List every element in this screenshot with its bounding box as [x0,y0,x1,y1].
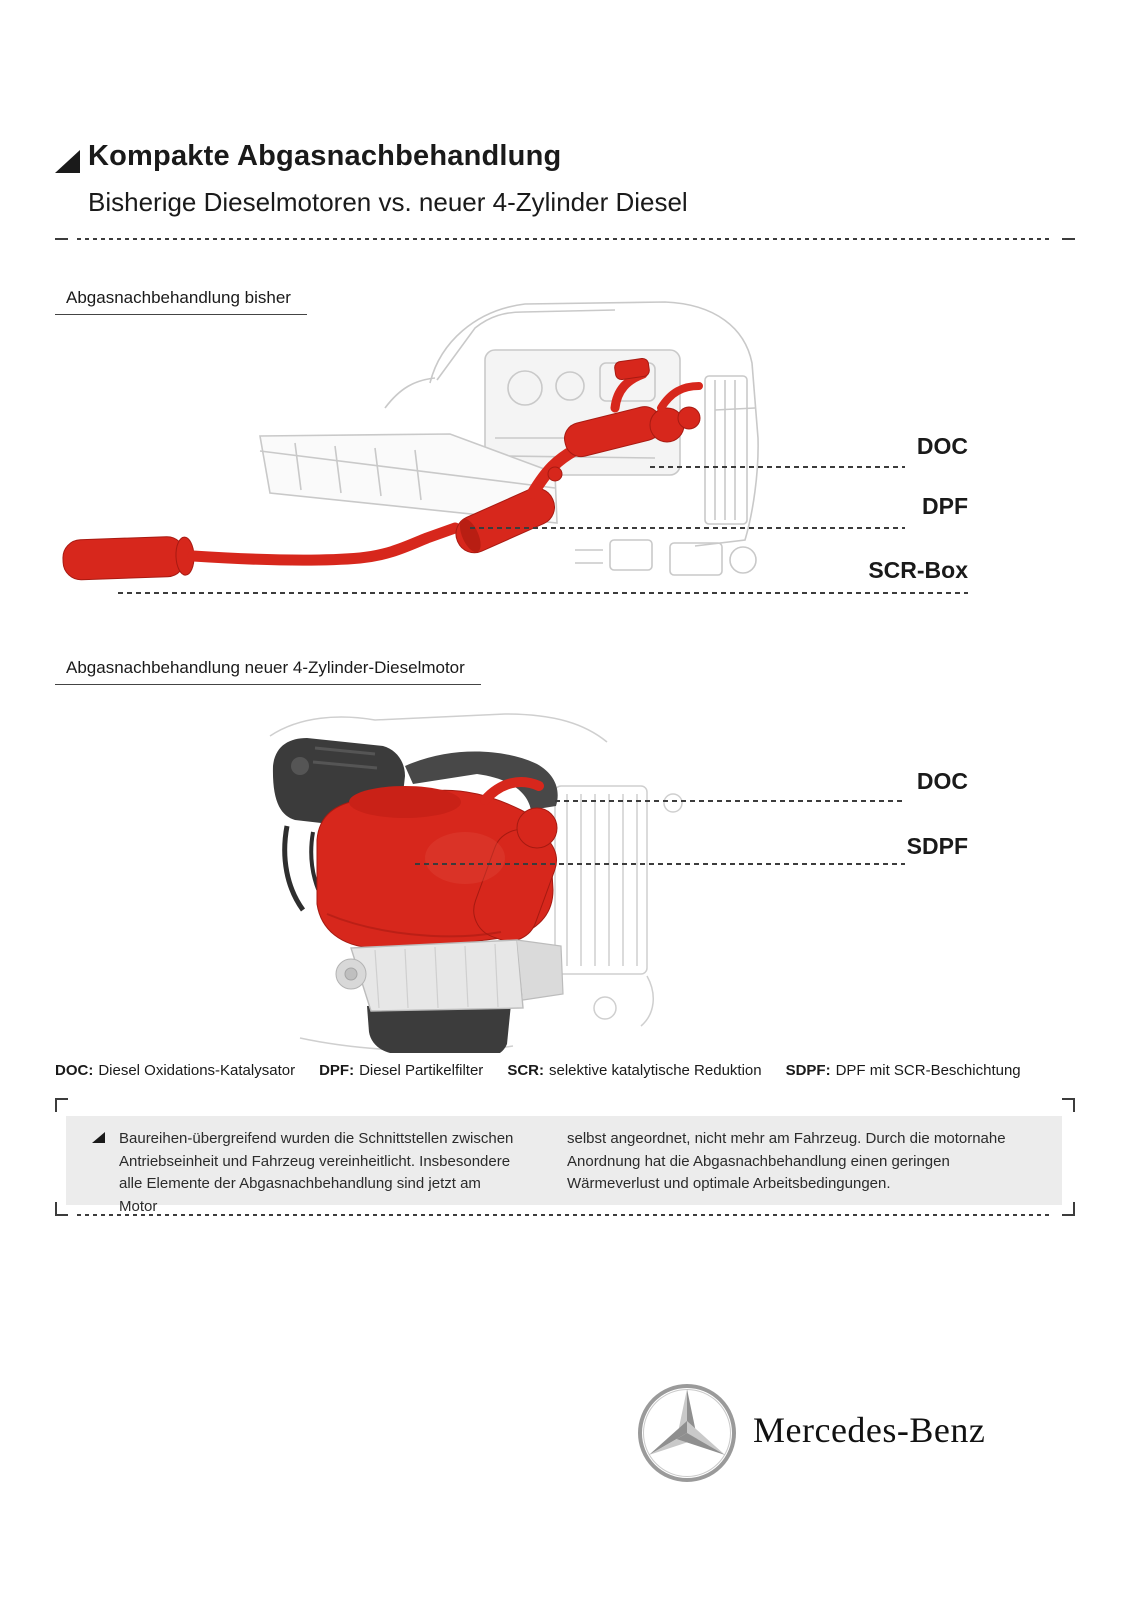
divider-dashed-line [77,1214,1053,1216]
legend-term: DPF: [319,1062,355,1079]
note-corner-mark [55,1098,57,1112]
callout-doc-label: DOC [916,433,968,459]
legend-term: DOC: [55,1062,94,1079]
legend-definition: selektive katalytische Reduktion [548,1062,762,1079]
callout-dpf-label: DPF [922,493,968,519]
divider-end-cap [1062,238,1075,240]
note-corner-mark [1062,1098,1075,1100]
note-text-right-column: selbst angeordnet, nicht mehr am Fahrzeu… [567,1130,1006,1192]
legend-term: SCR: [507,1062,544,1079]
section-label-new: Abgasnachbehandlung neuer 4-Zylinder-Die… [55,658,481,685]
divider-end-cap [55,1214,68,1216]
note-text-left-column: Baureihen-übergreifend wurden die Schnit… [119,1130,514,1215]
previous-engine-illustration [62,301,759,581]
legend-definition: Diesel Oxidations-Katalysator [98,1062,296,1079]
divider-end-cap [1062,1214,1075,1216]
callout-scr-box-leader-line [118,592,968,594]
figure-previous-engine: DOC DPF SCR-Box [0,280,1131,620]
note-corner-mark [55,1098,68,1100]
callout-doc-leader-line [555,800,905,802]
legend-item-doc: DOC:Diesel Oxidations-Katalysator [55,1062,295,1079]
note-corner-mark [55,1202,57,1216]
section-label-previous: Abgasnachbehandlung bisher [55,288,307,315]
brand-wordmark: Mercedes-Benz [753,1410,986,1450]
new-engine-illustration [269,713,683,1053]
note-box: Baureihen-übergreifend wurden die Schnit… [66,1116,1062,1215]
callout-scr-box-label: SCR-Box [868,557,968,583]
callout-sdpf-label: SDPF [906,833,968,859]
callout-dpf-leader-line [470,527,905,529]
legend-item-dpf: DPF:Diesel Partikelfilter [319,1062,483,1079]
callout-sdpf-leader-line [415,863,905,865]
legend-definition: Diesel Partikelfilter [359,1062,484,1079]
legend-item-scr: SCR:selektive katalytische Reduktion [507,1062,761,1079]
triangle-marker-icon [92,1132,105,1143]
bottom-divider [55,1214,1075,1216]
divider-dashed-line [77,238,1053,240]
page-subtitle: Bisherige Dieselmotoren vs. neuer 4-Zyli… [88,187,688,217]
page-title: Kompakte Abgasnachbehandlung [88,140,562,172]
note-corner-mark [1073,1098,1075,1112]
top-divider [55,238,1075,240]
legend-definition: DPF mit SCR-Beschichtung [835,1062,1021,1079]
triangle-marker-icon [55,150,80,173]
callout-doc-label: DOC [916,768,968,794]
abbreviation-legend: DOC:Diesel Oxidations-Katalysator DPF:Di… [55,1062,1075,1079]
figure-new-engine: DOC SDPF [0,690,1131,1060]
legend-term: SDPF: [785,1062,831,1079]
divider-end-cap [55,238,68,240]
callout-doc-leader-line [650,466,905,468]
legend-item-sdpf: SDPF:DPF mit SCR-Beschichtung [786,1062,1021,1079]
note-corner-mark [1073,1202,1075,1216]
mercedes-star-logo-icon [638,1384,736,1482]
